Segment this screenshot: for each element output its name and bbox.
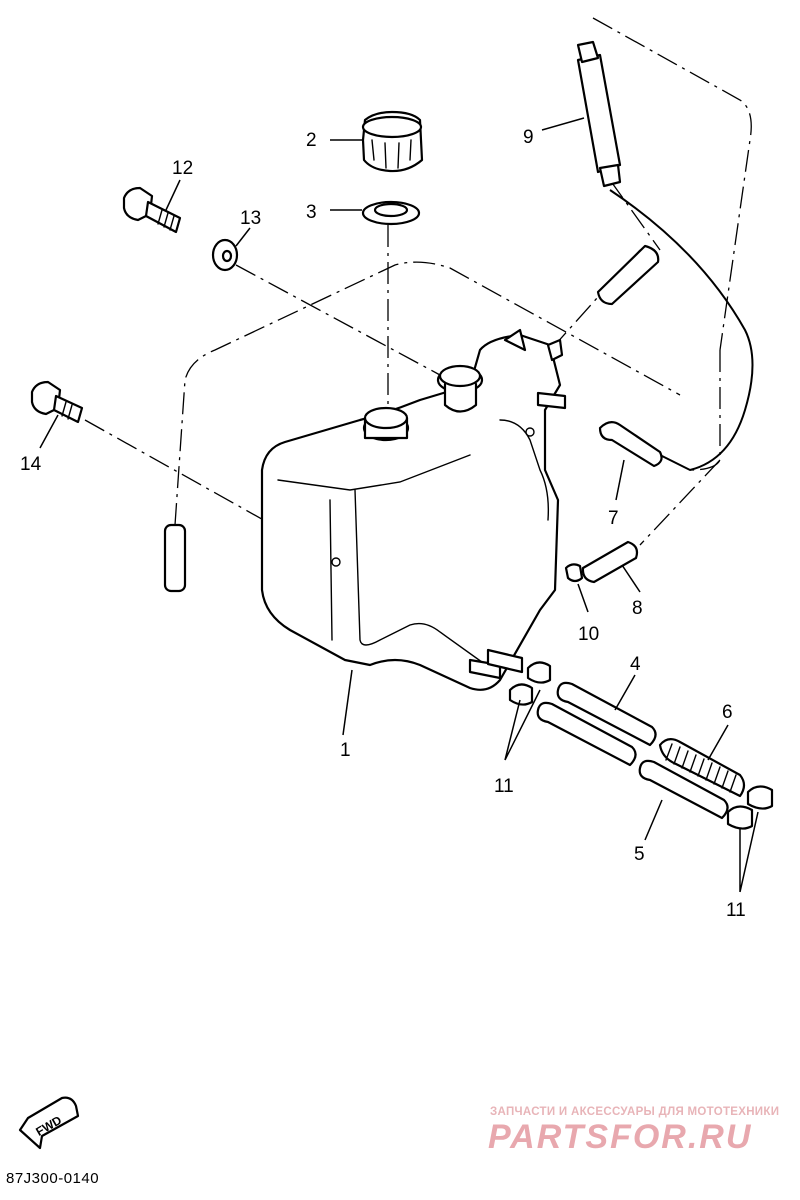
assembly-lines (84, 17, 752, 561)
callout-14: 14 (20, 454, 42, 475)
callout-12: 12 (172, 158, 193, 179)
oil-tank (260, 328, 567, 691)
callout-leaders (39, 117, 759, 893)
callout-4: 4 (630, 654, 641, 675)
spring-6 (658, 738, 746, 798)
bolt-14 (30, 380, 84, 424)
clip-10 (564, 563, 584, 583)
gasket (361, 200, 421, 226)
clamps-11-right (726, 785, 774, 830)
callout-9: 9 (523, 127, 534, 148)
callouts: 1 2 3 4 5 6 7 8 9 10 11 11 12 13 14 (20, 127, 746, 921)
callout-7: 7 (608, 508, 619, 529)
watermark-logo: PARTSFOR.RU (488, 1118, 753, 1156)
clamps-11-left (508, 661, 552, 706)
hose-5 (638, 759, 729, 820)
washer-13 (211, 238, 239, 272)
tank-cap (361, 110, 424, 173)
hose-9 (576, 40, 622, 188)
callout-13: 13 (240, 208, 261, 229)
hose-8 (581, 540, 639, 584)
breather-hose-route (609, 189, 754, 472)
hose-left-end (163, 523, 187, 593)
hose-4b (536, 701, 637, 767)
watermark-tagline: ЗАПЧАСТИ И АКСЕССУАРЫ ДЛЯ МОТОТЕХНИКИ (490, 1106, 780, 1118)
hose-4 (556, 681, 657, 747)
callout-6: 6 (722, 702, 733, 723)
callout-10: 10 (578, 624, 599, 645)
hose-7 (598, 421, 663, 468)
fwd-arrow-icon: FWD (18, 1096, 80, 1150)
callout-3: 3 (306, 202, 317, 223)
hose-segment-upper (596, 244, 660, 306)
callout-1: 1 (340, 740, 351, 761)
callout-8: 8 (632, 598, 643, 619)
callout-11-left: 11 (494, 776, 514, 797)
callout-2: 2 (306, 130, 317, 151)
callout-11-right: 11 (726, 900, 746, 921)
callout-5: 5 (634, 844, 645, 865)
drawing-code: 87J300-0140 (6, 1170, 100, 1187)
bolt-12 (122, 186, 182, 234)
